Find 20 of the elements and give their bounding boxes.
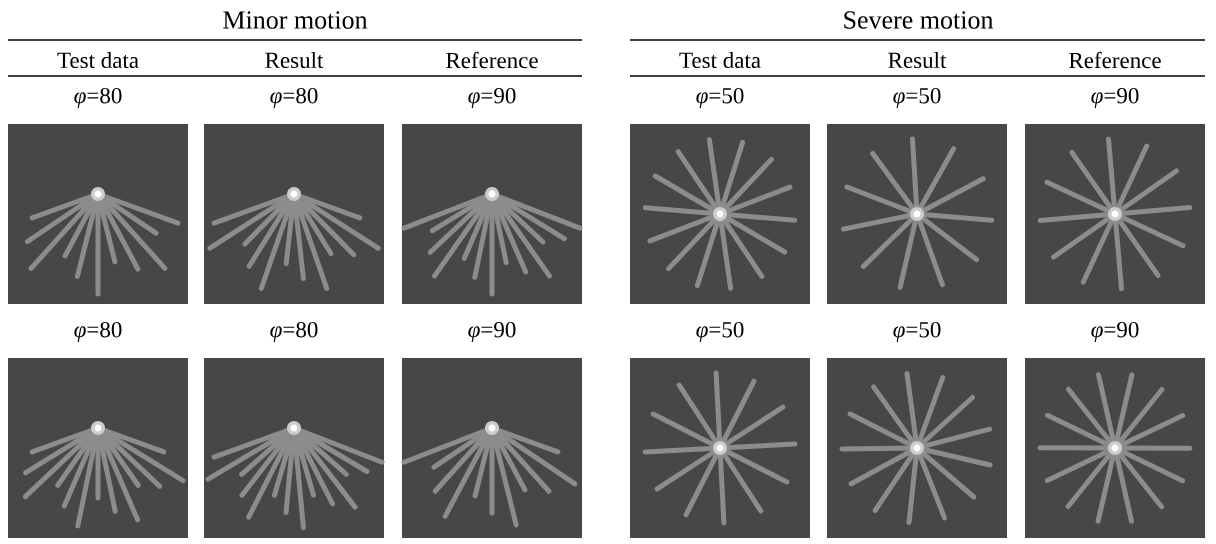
angle-label: φ=50 — [893, 321, 941, 343]
column-header: Result — [888, 51, 947, 69]
angle-label: φ=80 — [270, 321, 318, 343]
group-title: Minor motion — [223, 11, 368, 29]
angle-label: φ=90 — [468, 321, 516, 343]
column-header: Result — [265, 51, 324, 69]
group-title: Severe motion — [844, 11, 994, 29]
angle-label: φ=90 — [1091, 87, 1139, 109]
column-header: Reference — [446, 51, 538, 69]
angle-label: φ=90 — [1091, 321, 1139, 343]
angle-label: φ=50 — [893, 87, 941, 109]
angle-label: φ=80 — [74, 321, 122, 343]
angle-label: φ=80 — [270, 87, 318, 109]
angle-label: φ=80 — [74, 87, 122, 109]
column-header: Reference — [1069, 51, 1161, 69]
angle-label: φ=50 — [696, 87, 744, 109]
angle-label: φ=90 — [468, 87, 516, 109]
angle-label: φ=50 — [696, 321, 744, 343]
column-header: Test data — [679, 51, 761, 69]
column-header: Test data — [57, 51, 139, 69]
